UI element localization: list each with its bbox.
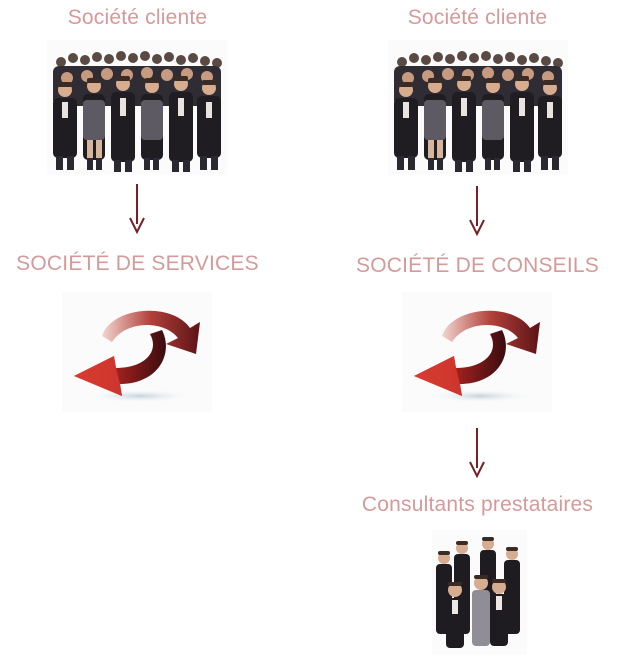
consultants-label: Consultants prestataires — [361, 493, 594, 516]
consulting-company-label: SOCIÉTÉ DE CONSEILS — [355, 254, 600, 277]
down-arrow-icon-left — [129, 184, 145, 234]
crowd-photo-left — [47, 40, 227, 175]
crowd-photo-right — [388, 40, 568, 175]
consultants-group-photo — [432, 530, 527, 655]
down-arrow-icon-right — [469, 186, 485, 236]
cycle-arrows-icon-right — [402, 292, 552, 412]
client-label-right: Société cliente — [407, 6, 548, 29]
client-label-left: Société cliente — [67, 6, 208, 29]
services-company-label: SOCIÉTÉ DE SERVICES — [16, 252, 259, 275]
down-arrow-icon-consultants — [469, 428, 485, 478]
cycle-arrows-icon-left — [62, 292, 212, 412]
